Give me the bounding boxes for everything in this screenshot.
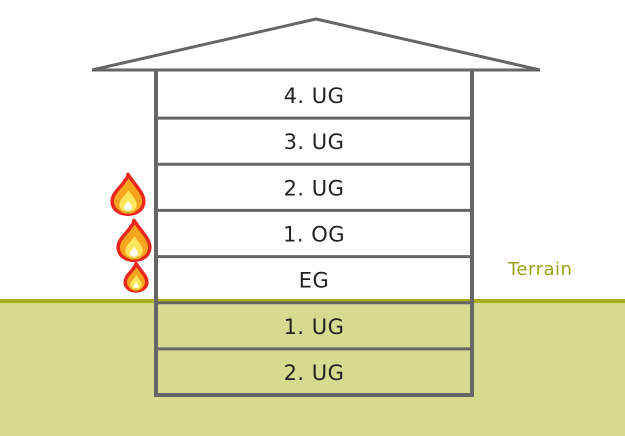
flame-icon <box>110 172 146 216</box>
floor-label: 2. UG <box>284 176 345 200</box>
floors: 4. UG 3. UG 2. UG 1. OG EG 1. UG 2. UG <box>154 70 474 397</box>
floor-label: 4. UG <box>284 84 345 108</box>
floor-label: 2. UG <box>284 361 345 385</box>
floor-label: 3. UG <box>284 130 345 154</box>
floor-label: 1. UG <box>284 315 345 339</box>
ground-area <box>0 301 625 436</box>
roof <box>91 17 541 72</box>
floor-label: 1. OG <box>283 223 345 247</box>
floor-label: EG <box>299 269 330 293</box>
flame-icon <box>116 218 152 262</box>
terrain-label: Terrain <box>507 259 572 280</box>
fire-markers <box>110 172 152 293</box>
flame-icon <box>123 261 149 293</box>
